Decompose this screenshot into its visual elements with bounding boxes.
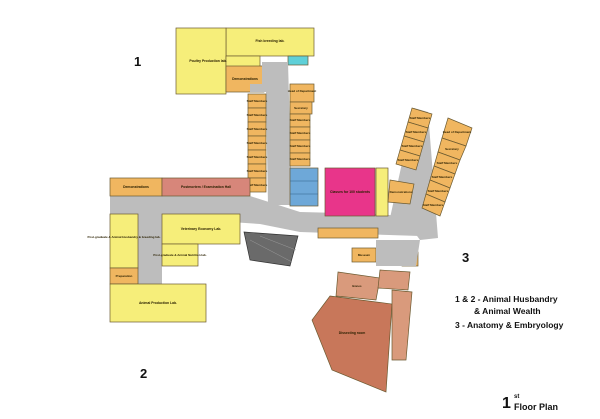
room-post-graduate-2 [161, 243, 199, 267]
label-staff-3l4: Staff Members [398, 158, 419, 162]
label-post-graduate-2: Post-graduate & Animal Nutrition lab. [153, 253, 206, 257]
floor-title-text: Floor Plan [514, 402, 558, 412]
room-classes-side [375, 167, 389, 217]
label-staff-l2: Staff Members [247, 113, 268, 117]
label-secretary-3: Secretary [445, 147, 459, 151]
legend-line-3: 3 - Anatomy & Embryology [455, 320, 564, 330]
room-post-graduate-1 [109, 213, 139, 269]
stairwell [243, 231, 299, 267]
legend-line-1: 1 & 2 - Animal Husbandry [455, 294, 558, 304]
room-head-dept-1 [289, 83, 315, 103]
classes-block: Classes for 100 students [317, 167, 389, 239]
label-staff-l3: Staff Members [247, 127, 268, 131]
label-fish-breeding: Fish breeding lab. [255, 39, 284, 43]
label-preparation: Preparation [116, 274, 133, 278]
room-wc [289, 167, 319, 207]
label-staff-3r1: Staff Members [437, 161, 458, 165]
corridor-zone-2 [138, 196, 162, 292]
label-staff-3r4: Staff Members [423, 203, 444, 207]
label-secretary-1: Secretary [294, 106, 308, 110]
room-veterinary-economy [161, 213, 241, 245]
room-service [287, 55, 309, 66]
label-post-graduate-1: Post-graduate & Animal Husbandry & breed… [88, 235, 161, 239]
label-staff-l5: Staff Members [247, 155, 268, 159]
label-classes: Classes for 100 students [330, 190, 370, 194]
room-postmortem-hall [161, 177, 251, 197]
room-bones [335, 271, 381, 301]
floor-title-number: 1 [502, 395, 511, 412]
label-staff-r1: Staff Members [290, 118, 311, 122]
corridor-zone-1 [250, 62, 292, 205]
room-staff-r4 [289, 152, 311, 167]
room-fish-breeding [225, 27, 315, 57]
label-bones: Bones [352, 284, 362, 288]
room-classes [324, 167, 376, 217]
label-animal-production: Animal Production Lab. [139, 301, 177, 305]
label-staff-l6: Staff Members [247, 169, 268, 173]
label-staff-r3: Staff Members [290, 144, 311, 148]
label-staff-3l2: Staff Members [406, 130, 427, 134]
room-staff-3r4 [421, 193, 446, 217]
room-bones-side [377, 269, 411, 291]
label-dissecting: Dissecting room [339, 331, 366, 335]
label-staff-l4: Staff Members [247, 141, 268, 145]
room-lobby-strip [317, 227, 379, 239]
zone-2-block: Demonstrations Postmortem / Examination … [88, 177, 420, 323]
label-demonstrations-3: Demonstrations [390, 190, 413, 194]
label-head-dept-1: Head of Department [288, 89, 317, 93]
zone-number-3: 3 [462, 250, 469, 265]
room-dissecting [311, 295, 393, 393]
room-poultry-production [175, 27, 227, 95]
label-veterinary-economy: Veterinary Economy Lab. [181, 227, 222, 231]
label-staff-l1: Staff Members [247, 99, 268, 103]
room-staff-3l4 [395, 149, 421, 171]
label-head-dept-3: Head of Department [443, 130, 472, 134]
label-staff-3r3: Staff Members [428, 189, 449, 193]
label-staff-3l3: Staff Members [402, 144, 423, 148]
room-animal-production [109, 283, 207, 323]
legend-line-2: & Animal Wealth [474, 306, 541, 316]
label-staff-r4: Staff Members [290, 157, 311, 161]
label-demonstrations-top: Demonstrations [232, 77, 258, 81]
label-postmortem-hall: Postmortem / Examination Hall [181, 185, 231, 189]
corridor-lab [376, 240, 420, 266]
room-demonstrations-3 [387, 179, 415, 205]
zone-number-1: 1 [134, 54, 141, 69]
corridor-main [110, 196, 420, 236]
zone-1-block: Fish breeding lab. Poultry Production la… [175, 27, 319, 207]
label-staff-l7: Staff Members [247, 183, 268, 187]
label-demonstrations-left: Demonstrations [123, 185, 149, 189]
room-dissect-side [391, 289, 413, 361]
zone-3-block: Head of Department Secretary Staff Membe… [311, 107, 473, 393]
label-poultry-production: Poultry Production lab. [189, 59, 226, 63]
zone-number-2: 2 [140, 366, 147, 381]
label-staff-r2: Staff Members [290, 131, 311, 135]
label-museum: Museum [358, 253, 371, 257]
label-staff-3l1: Staff Members [410, 116, 431, 120]
floor-title-suffix: st [514, 394, 519, 400]
label-staff-3r2: Staff Members [432, 175, 453, 179]
